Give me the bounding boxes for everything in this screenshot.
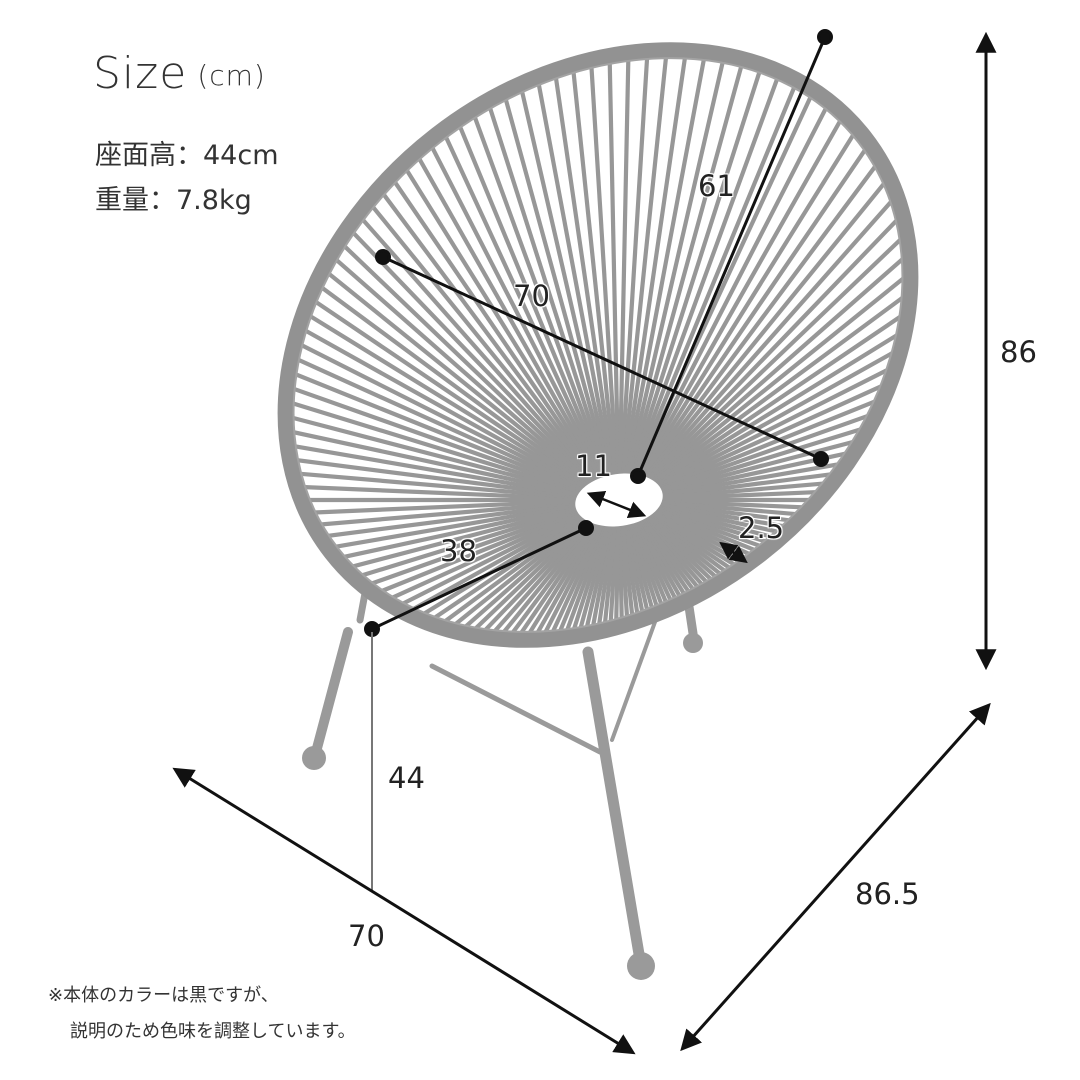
dim-label-seat-height: 44 <box>388 761 425 795</box>
size-title: Size(cm) <box>93 52 266 96</box>
size-unit: (cm) <box>197 59 266 92</box>
seat-rim <box>277 42 919 648</box>
color-note-line2: 説明のため色味を調整しています。 <box>70 1021 356 1042</box>
overall-dimension-arrows <box>172 31 997 1055</box>
color-note-line1: ※本体のカラーは黒ですが、 <box>48 985 279 1006</box>
dim-label-back-height: 61 <box>698 169 735 203</box>
seat-dimension-lines <box>364 29 833 637</box>
size-title-text: Size <box>93 48 188 99</box>
dim-label-center-hole: 11 <box>575 449 612 483</box>
spec-weight: 重量：7.8kg <box>95 185 252 216</box>
dim-label-width: 70 <box>348 919 385 953</box>
dim-label-seat-depth: 38 <box>440 534 477 568</box>
spec-seat-height: 座面高：44cm <box>95 140 279 171</box>
dim-label-depth: 86.5 <box>855 877 920 911</box>
dim-label-rim-thickness: 2.5 <box>738 511 785 545</box>
dim-label-seat-width: 70 <box>513 279 550 313</box>
dim-label-total-height: 86 <box>1000 335 1037 369</box>
